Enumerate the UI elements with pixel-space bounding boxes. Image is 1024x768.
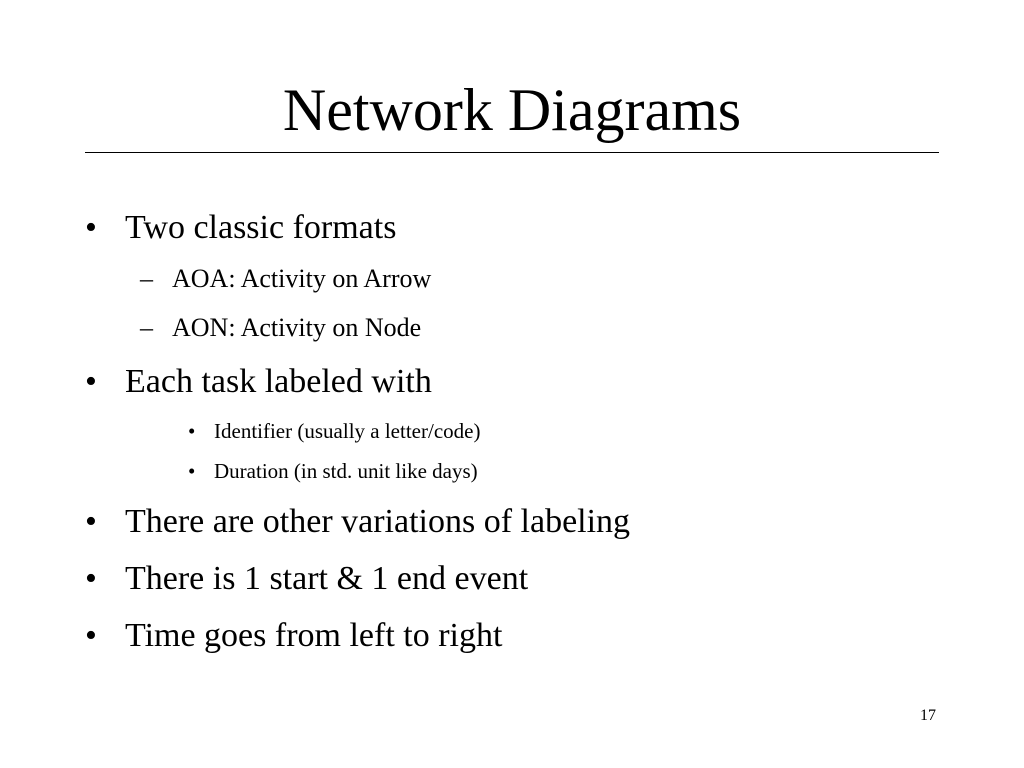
dash-marker: – <box>140 313 153 342</box>
bullet-marker: • <box>85 503 97 540</box>
dash-marker: – <box>140 264 153 293</box>
bullet-item-aoa: – AOA: Activity on Arrow <box>140 263 432 295</box>
bullet-text: Each task labeled with <box>125 363 432 400</box>
page-number: 17 <box>920 707 936 724</box>
bullet-item-start-end-event: • There is 1 start & 1 end event <box>85 559 529 599</box>
title-divider <box>85 152 939 153</box>
bullet-marker: • <box>85 363 97 400</box>
bullet-marker: • <box>85 617 97 654</box>
bullet-text: Identifier (usually a letter/code) <box>214 419 481 443</box>
bullet-item-identifier: • Identifier (usually a letter/code) <box>188 418 481 444</box>
bullet-text: Duration (in std. unit like days) <box>214 459 478 483</box>
bullet-marker: • <box>85 209 97 246</box>
bullet-text: There is 1 start & 1 end event <box>125 560 529 597</box>
bullet-text: Time goes from left to right <box>125 617 503 654</box>
bullet-item-time-direction: • Time goes from left to right <box>85 616 503 656</box>
bullet-text: AOA: Activity on Arrow <box>172 264 432 293</box>
bullet-marker: • <box>188 419 196 443</box>
bullet-text: Two classic formats <box>125 209 397 246</box>
slide-title: Network Diagrams <box>282 77 742 143</box>
bullet-marker: • <box>85 560 97 597</box>
bullet-item-duration: • Duration (in std. unit like days) <box>188 458 478 484</box>
bullet-item-each-task-labeled: • Each task labeled with <box>85 362 432 402</box>
bullet-item-two-classic-formats: • Two classic formats <box>85 208 397 248</box>
bullet-item-other-variations: • There are other variations of labeling <box>85 502 631 542</box>
bullet-text: There are other variations of labeling <box>125 503 631 540</box>
bullet-marker: • <box>188 459 196 483</box>
bullet-text: AON: Activity on Node <box>172 313 422 342</box>
bullet-item-aon: – AON: Activity on Node <box>140 312 422 344</box>
